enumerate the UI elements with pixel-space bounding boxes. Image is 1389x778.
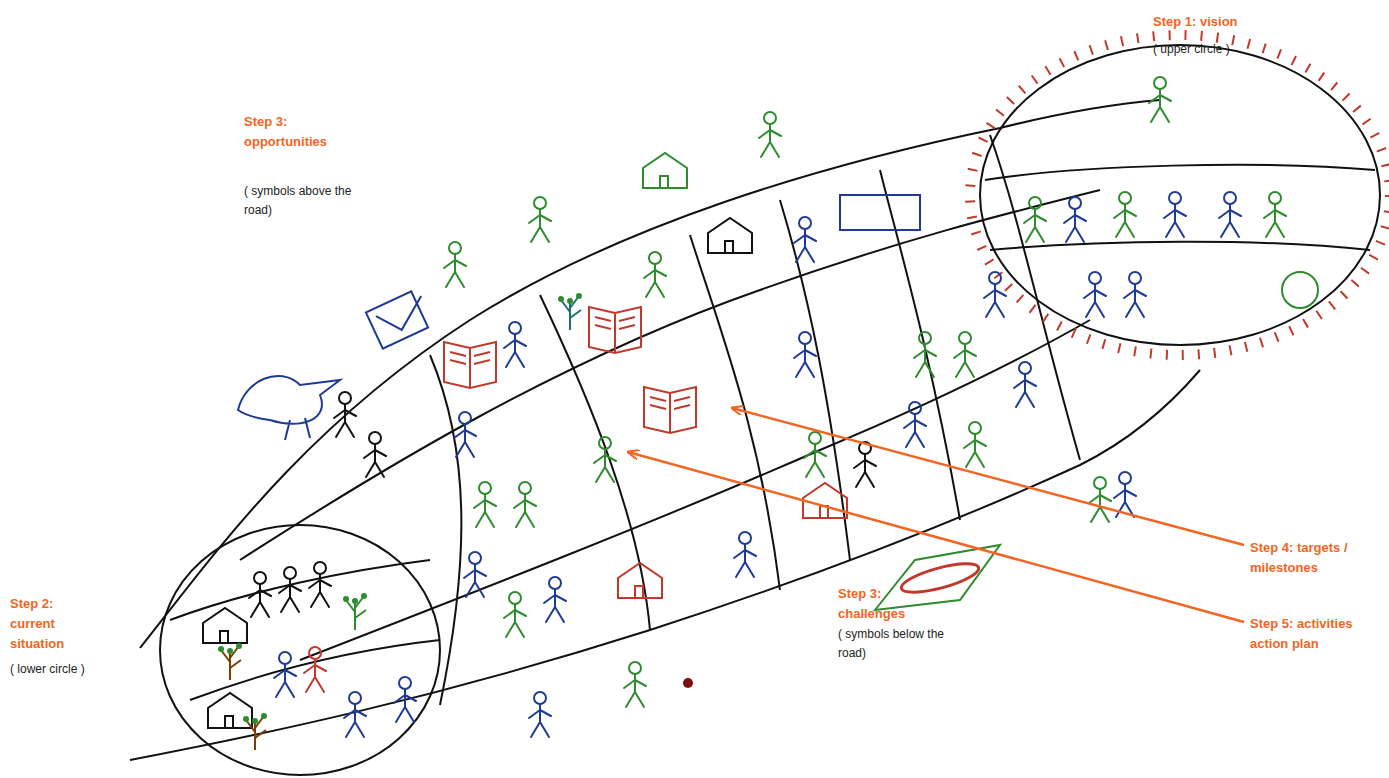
step-label: Step 3: opportunities	[244, 112, 354, 152]
opportunity-symbols	[238, 112, 781, 440]
road-figures	[203, 195, 1036, 750]
step-label: Step 1: vision	[1153, 12, 1333, 32]
challenge-symbols	[529, 472, 1136, 737]
step-note: ( symbols above the road)	[244, 182, 354, 219]
current-circle	[160, 525, 440, 775]
step-note: ( upper circle )	[1153, 40, 1333, 59]
step-note: ( lower circle )	[10, 660, 140, 679]
step-label: Step 2: current situation	[10, 594, 98, 654]
vision-figures	[1024, 77, 1318, 317]
step-label: Step 5: activities action plan	[1250, 614, 1370, 654]
road-outline	[130, 100, 1200, 760]
vision-circle	[980, 45, 1380, 345]
step-label: Step 4: targets / milestones	[1250, 538, 1380, 578]
vision-lanes	[985, 165, 1375, 250]
vision-rays	[970, 35, 1389, 355]
step-note: ( symbols below the road)	[838, 625, 950, 662]
step-label: Step 3: challenges	[838, 584, 938, 624]
leader-arrows	[628, 408, 1244, 622]
